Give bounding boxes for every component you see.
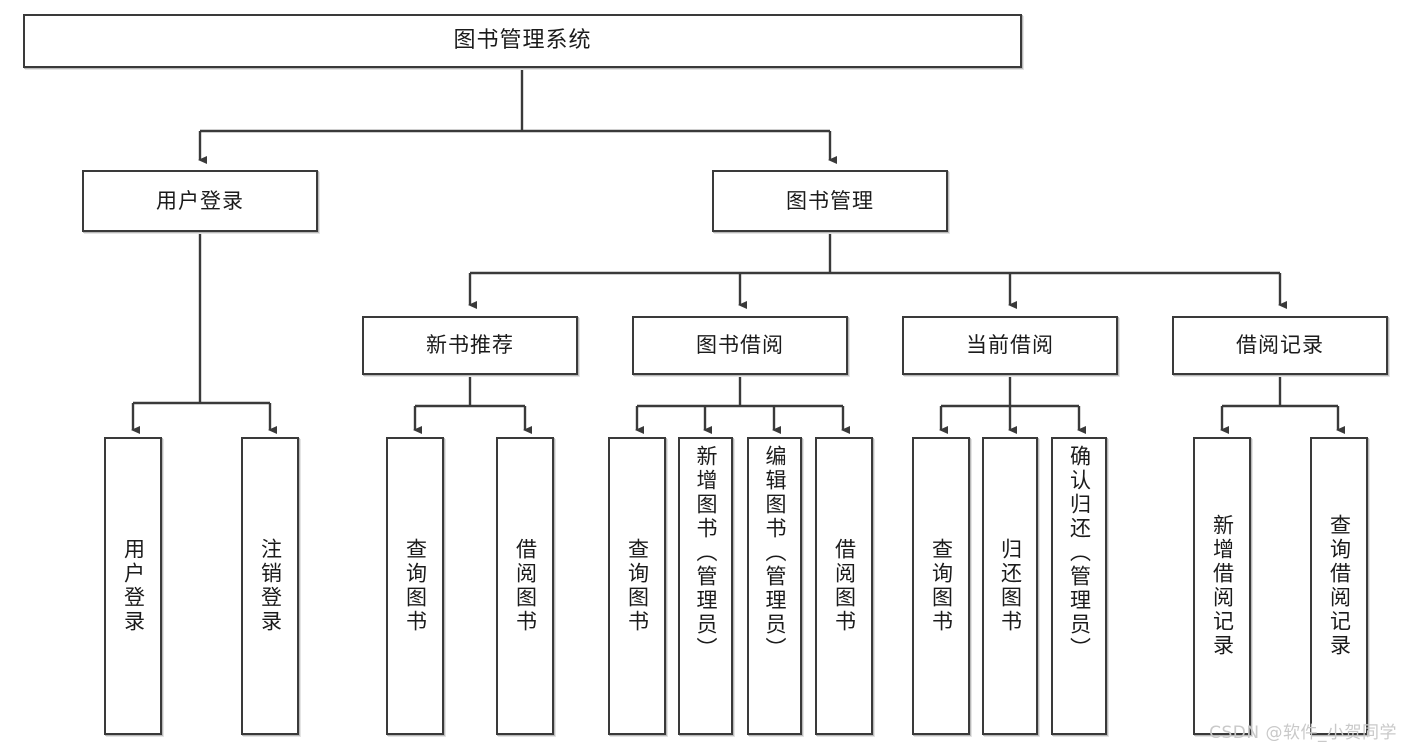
leaf-borrow-book-recommend[interactable]: 借阅图书 [496,437,554,735]
leaf-query-book-current[interactable]: 查询图书 [912,437,970,735]
node-label: 注销登录 [258,538,283,634]
leaf-query-book-borrow[interactable]: 查询图书 [608,437,666,735]
node-label: 借阅图书 [513,538,538,634]
node-label: 归还图书 [998,538,1023,634]
node-label: 查询图书 [929,538,954,634]
leaf-return-book[interactable]: 归还图书 [982,437,1038,735]
node-book-borrow[interactable]: 图书借阅 [632,316,848,375]
node-label: 借阅记录 [1236,333,1324,358]
leaf-add-borrow-record[interactable]: 新增借阅记录 [1193,437,1251,735]
node-label: 编辑图书（管理员） [763,445,787,661]
leaf-query-borrow-record[interactable]: 查询借阅记录 [1310,437,1368,735]
leaf-edit-book-admin[interactable]: 编辑图书（管理员） [747,437,802,735]
node-new-book-recommend[interactable]: 新书推荐 [362,316,578,375]
node-label: 图书管理系统 [453,28,592,54]
leaf-confirm-return-admin[interactable]: 确认归还（管理员） [1051,437,1107,735]
leaf-user-login[interactable]: 用户登录 [104,437,162,735]
node-label: 图书管理 [786,188,874,213]
node-label: 查询图书 [403,538,428,634]
node-label: 当前借阅 [966,333,1054,358]
node-label: 新增借阅记录 [1210,514,1235,658]
leaf-query-book-recommend[interactable]: 查询图书 [386,437,444,735]
node-label: 新书推荐 [426,333,514,358]
node-root-system[interactable]: 图书管理系统 [23,14,1022,68]
leaf-borrow-book[interactable]: 借阅图书 [815,437,873,735]
node-user-login[interactable]: 用户登录 [82,170,318,232]
leaf-add-book-admin[interactable]: 新增图书（管理员） [678,437,733,735]
node-label: 用户登录 [121,538,146,634]
node-label: 图书借阅 [696,333,784,358]
node-current-borrow[interactable]: 当前借阅 [902,316,1118,375]
node-label: 借阅图书 [832,538,857,634]
node-label: 确认归还（管理员） [1067,445,1092,661]
node-label: 查询借阅记录 [1327,514,1352,658]
leaf-user-logout[interactable]: 注销登录 [241,437,299,735]
node-borrow-record[interactable]: 借阅记录 [1172,316,1388,375]
node-book-management[interactable]: 图书管理 [712,170,948,232]
node-label: 查询图书 [625,538,650,634]
node-label: 用户登录 [156,188,244,213]
node-label: 新增图书（管理员） [694,445,718,661]
